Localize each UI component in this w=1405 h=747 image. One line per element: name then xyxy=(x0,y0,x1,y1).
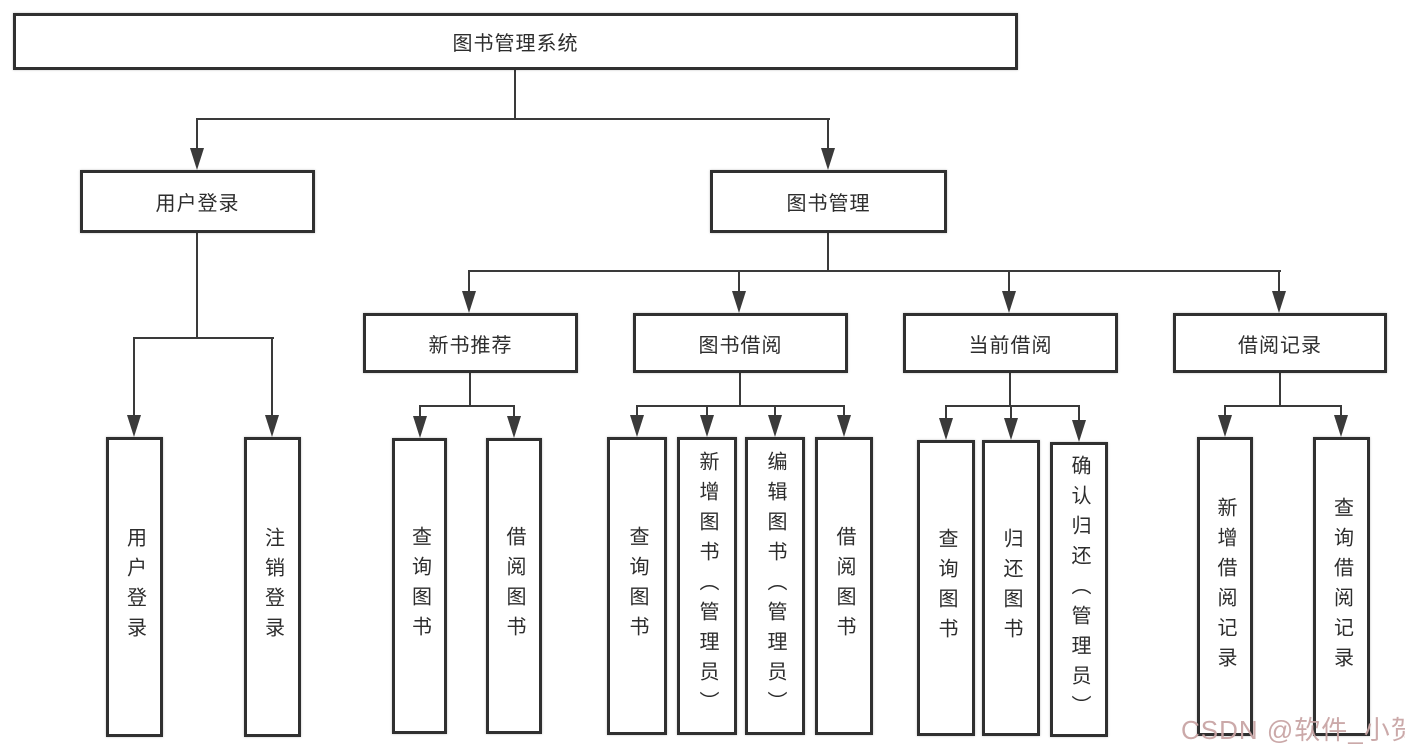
leaf-query-borrow-record: 查询借阅记录 xyxy=(1313,437,1370,736)
arrow-down-icon xyxy=(1002,291,1016,313)
arrow-down-icon xyxy=(127,415,141,437)
connector xyxy=(739,373,741,405)
arrow-down-icon xyxy=(1334,415,1348,437)
connector xyxy=(1224,405,1341,407)
connector xyxy=(843,405,845,417)
leaf-borrow-books-2: 借阅图书 xyxy=(815,437,873,735)
leaf-confirm-return-admin: 确认归还（管理员） xyxy=(1050,442,1108,737)
connector xyxy=(469,373,471,405)
arrow-down-icon xyxy=(1218,415,1232,437)
node-current-borrow: 当前借阅 xyxy=(903,313,1118,373)
node-label: 借阅图书 xyxy=(503,526,525,646)
connector xyxy=(706,405,708,417)
node-label: 图书借阅 xyxy=(698,334,783,357)
connector xyxy=(196,233,198,337)
node-user-login: 用户登录 xyxy=(80,170,315,233)
leaf-query-books-1: 查询图书 xyxy=(392,438,447,734)
node-root: 图书管理系统 xyxy=(13,13,1018,70)
connector xyxy=(738,270,740,293)
connector xyxy=(636,405,638,417)
connector xyxy=(133,337,135,417)
node-label: 查询图书 xyxy=(408,526,431,646)
connector xyxy=(1279,373,1281,405)
arrow-down-icon xyxy=(1272,291,1286,313)
leaf-edit-book-admin: 编辑图书（管理员） xyxy=(745,437,805,735)
connector xyxy=(636,405,845,407)
csdn-watermark: CSDN @软件_小贺同学 xyxy=(1181,715,1405,745)
node-label: 用户登录 xyxy=(155,193,240,215)
node-book-borrow: 图书借阅 xyxy=(633,313,848,373)
arrow-down-icon xyxy=(821,148,835,170)
connector xyxy=(827,118,829,152)
connector xyxy=(468,270,1281,272)
connector xyxy=(945,405,1080,407)
arrow-down-icon xyxy=(768,415,782,437)
node-label: 图书管理系统 xyxy=(452,33,579,55)
node-label: 当前借阅 xyxy=(968,334,1053,357)
node-label: 新增图书（管理员） xyxy=(696,451,718,721)
connector xyxy=(514,69,516,119)
connector xyxy=(1340,405,1342,417)
connector xyxy=(419,405,515,407)
connector xyxy=(827,233,829,270)
connector xyxy=(774,405,776,417)
leaf-logout: 注销登录 xyxy=(244,437,301,737)
arrow-down-icon xyxy=(1004,418,1018,440)
connector xyxy=(1224,405,1226,417)
node-label: 归还图书 xyxy=(1000,528,1022,648)
connector xyxy=(133,337,274,339)
connector xyxy=(1278,270,1280,293)
arrow-down-icon xyxy=(939,418,953,440)
arrow-down-icon xyxy=(265,415,279,437)
leaf-return-book: 归还图书 xyxy=(982,440,1040,736)
node-label: 用户登录 xyxy=(123,527,146,647)
node-label: 借阅图书 xyxy=(833,526,855,646)
connector xyxy=(1009,373,1011,405)
leaf-add-book-admin: 新增图书（管理员） xyxy=(677,437,737,735)
node-label: 新书推荐 xyxy=(428,334,513,357)
node-borrow-records: 借阅记录 xyxy=(1173,313,1387,373)
arrow-down-icon xyxy=(1072,420,1086,442)
connector xyxy=(1008,270,1010,293)
leaf-query-books-3: 查询图书 xyxy=(917,440,975,736)
connector xyxy=(1078,405,1080,422)
connector xyxy=(196,118,198,152)
connector xyxy=(513,405,515,418)
connector xyxy=(468,270,470,293)
connector xyxy=(945,405,947,420)
leaf-query-books-2: 查询图书 xyxy=(607,437,667,735)
arrow-down-icon xyxy=(462,291,476,313)
connector xyxy=(1010,405,1012,420)
connector xyxy=(271,337,273,417)
arrow-down-icon xyxy=(507,416,521,438)
leaf-borrow-books-1: 借阅图书 xyxy=(486,438,542,734)
arrow-down-icon xyxy=(190,148,204,170)
node-new-book-recommend: 新书推荐 xyxy=(363,313,578,373)
node-label: 确认归还（管理员） xyxy=(1068,454,1090,725)
connector xyxy=(196,118,830,120)
node-book-management: 图书管理 xyxy=(710,170,947,233)
node-label: 查询图书 xyxy=(626,526,648,646)
node-label: 图书管理 xyxy=(786,193,871,215)
arrow-down-icon xyxy=(700,415,714,437)
node-label: 查询图书 xyxy=(935,528,957,648)
node-label: 新增借阅记录 xyxy=(1214,496,1236,677)
leaf-user-login: 用户登录 xyxy=(106,437,163,737)
arrow-down-icon xyxy=(413,416,427,438)
node-label: 编辑图书（管理员） xyxy=(764,451,786,721)
connector xyxy=(419,405,421,418)
node-label: 查询借阅记录 xyxy=(1330,496,1353,677)
arrow-down-icon xyxy=(732,291,746,313)
arrow-down-icon xyxy=(630,415,644,437)
node-label: 借阅记录 xyxy=(1238,334,1322,357)
arrow-down-icon xyxy=(837,415,851,437)
leaf-add-borrow-record: 新增借阅记录 xyxy=(1197,437,1253,736)
node-label: 注销登录 xyxy=(261,527,284,647)
